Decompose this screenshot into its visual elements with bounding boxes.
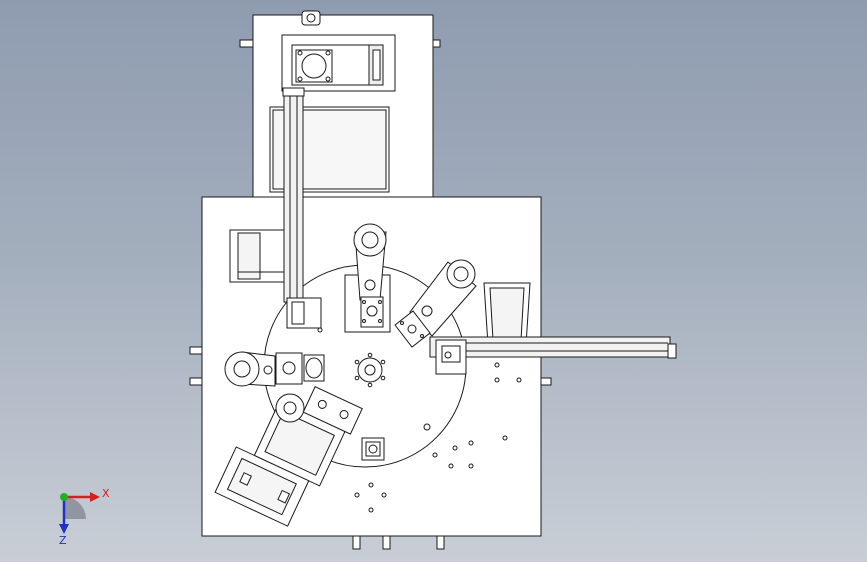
swing-arm-top	[353, 223, 387, 328]
triad-shadow	[64, 497, 86, 519]
mount-tab-bottom-2	[382, 535, 391, 550]
left-chute	[229, 229, 289, 283]
base-holes	[354, 362, 522, 513]
upper-frame	[239, 10, 441, 199]
swing-arm-right	[394, 259, 477, 348]
upper-mount-tab-left	[239, 39, 254, 48]
mount-tab-bottom-1	[352, 535, 361, 550]
mount-tab-bottom-3	[436, 535, 445, 550]
triad-origin	[60, 493, 68, 501]
orientation-triad: X Z	[59, 487, 110, 547]
upper-mount-tab-right	[432, 39, 441, 48]
mount-tab-left-2	[189, 377, 203, 386]
mount-tab-right	[540, 377, 552, 386]
vertical-slide-rail	[282, 87, 322, 329]
right-chute	[483, 282, 531, 346]
swing-arm-left	[224, 351, 325, 387]
tilted-station	[214, 386, 363, 527]
x-axis-label: X	[102, 487, 110, 500]
table-hub-bolts	[354, 352, 386, 388]
mount-tab-left-1	[189, 346, 203, 355]
z-axis-label: Z	[59, 534, 67, 547]
horizontal-pusher-rail	[429, 336, 677, 375]
